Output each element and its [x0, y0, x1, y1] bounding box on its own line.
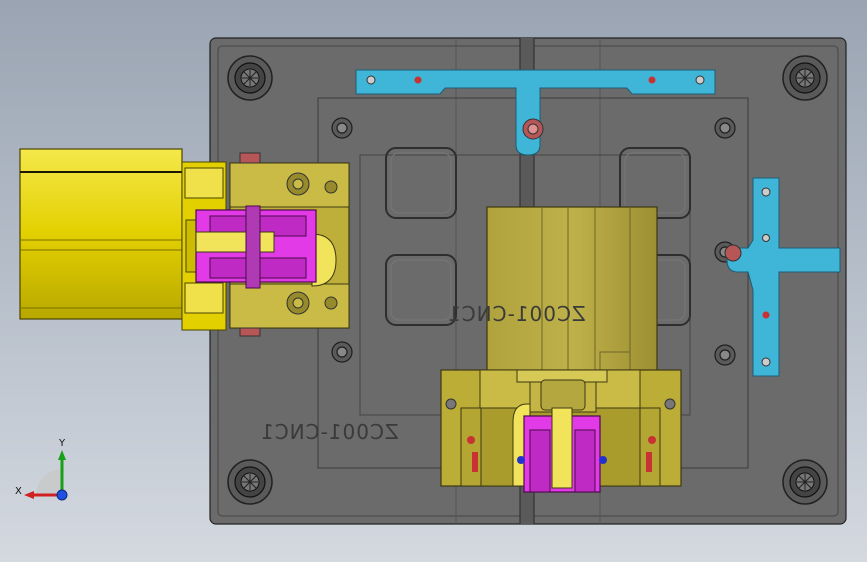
cooling-channel-right [724, 177, 841, 377]
cooling-channel-top [355, 69, 716, 156]
guide-pin-top-right [782, 55, 828, 101]
guide-pin-bottom-left [227, 459, 273, 505]
cavity-insert [486, 206, 658, 378]
pocket-mid-left [385, 254, 457, 326]
pocket-top-left [385, 147, 457, 219]
cylinder-left [19, 148, 227, 331]
slider-block-left [229, 152, 350, 337]
pusher-bottom [517, 407, 607, 493]
guide-pin-bottom-right [782, 459, 828, 505]
triad-y-label: Y [59, 438, 66, 449]
part-marking-bottom: ZC001-CNC1 [260, 420, 399, 444]
part-marking-top: ZC001-CNC1 [447, 302, 586, 326]
triad-graphic [24, 450, 68, 501]
triad-x-label: X [15, 486, 22, 497]
orientation-triad[interactable]: Y X [14, 438, 74, 506]
pusher-left [195, 205, 317, 289]
guide-pin-top-left [227, 55, 273, 101]
